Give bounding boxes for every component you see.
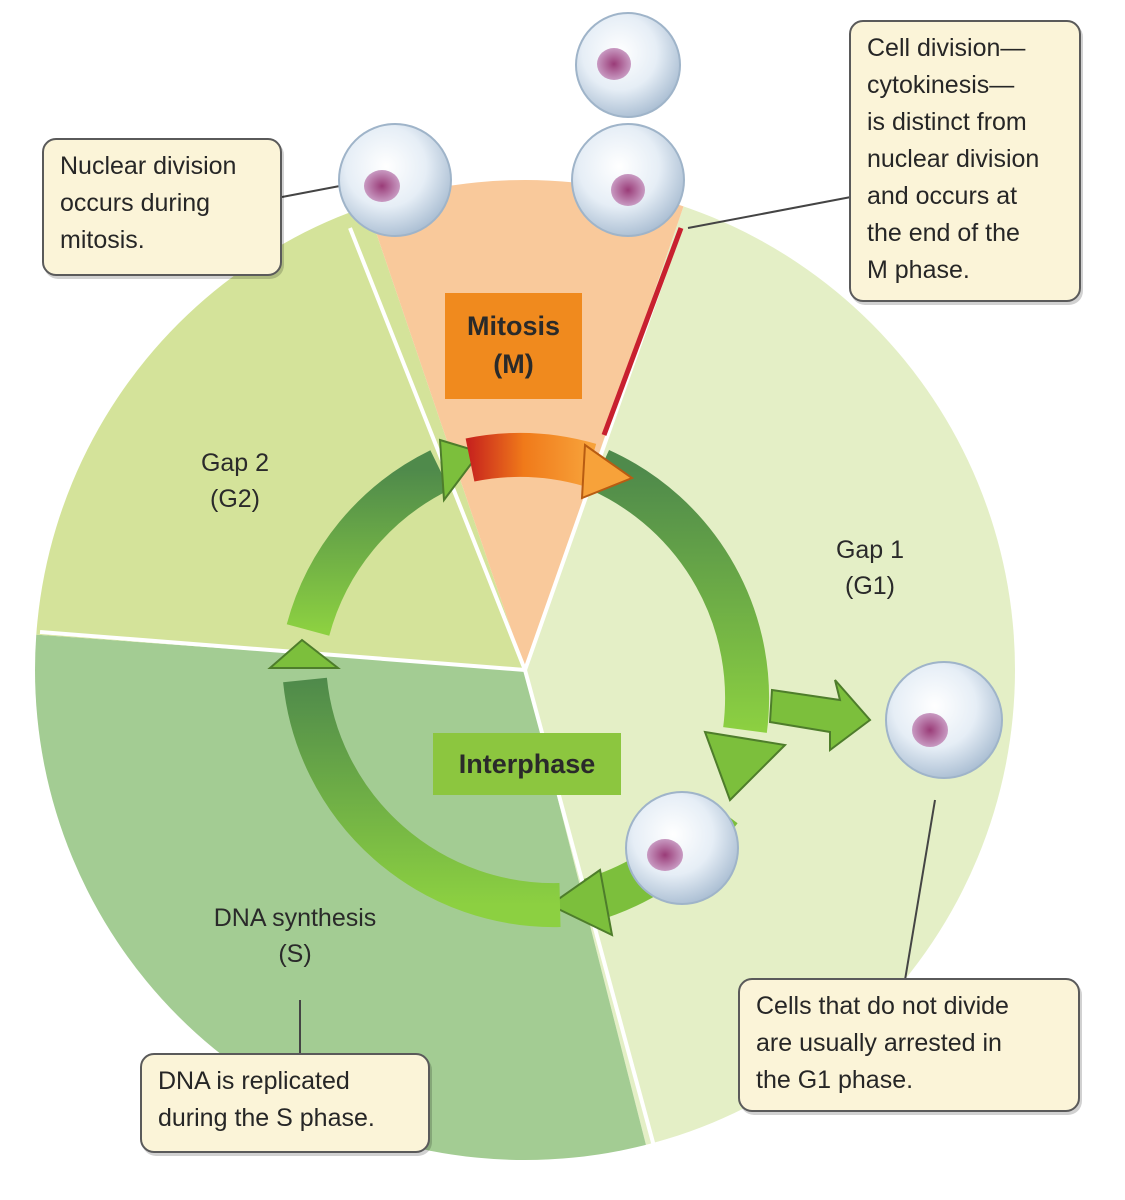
cycle-arrow-mitosis xyxy=(465,432,597,487)
synthesis-label-name: DNA synthesis xyxy=(213,904,377,932)
synthesis-label: DNA synthesis (S) xyxy=(180,900,410,972)
callout-replication-line: DNA is replicated xyxy=(158,1067,350,1095)
interphase-label: Interphase xyxy=(433,733,621,795)
callout-cytokinesis-line: is distinct from xyxy=(867,108,1027,136)
exit-arrow xyxy=(768,679,872,752)
gap2-label: Gap 2 (G2) xyxy=(160,445,310,517)
callout-arrested: Cells that do not divide are usually arr… xyxy=(738,978,1080,1112)
gap2-label-abbr: (G2) xyxy=(210,485,260,513)
callout-cytokinesis-line: Cell division— xyxy=(867,34,1026,62)
cell-nuclear-division xyxy=(338,123,452,237)
leader-lines xyxy=(281,184,936,1055)
callout-cytokinesis-line: cytokinesis— xyxy=(867,71,1015,99)
cycle-arrowhead-g2-lower xyxy=(267,638,341,669)
cytokinesis-mark xyxy=(601,227,684,436)
cell-arrested xyxy=(885,661,1003,779)
cycle-arrow-g2-upper xyxy=(286,450,450,637)
callout-nuclear-division: Nuclear division occurs during mitosis. xyxy=(42,138,282,276)
callout-nuclear-division-line: Nuclear division xyxy=(60,152,237,180)
callout-arrested-line: Cells that do not divide xyxy=(756,992,1009,1020)
gap1-label: Gap 1 (G1) xyxy=(795,532,945,604)
callout-nuclear-division-line: mitosis. xyxy=(60,226,145,254)
cycle-arrow-g2-lower xyxy=(283,677,561,928)
cycle-arrow-g1 xyxy=(590,449,770,733)
cell-dividing xyxy=(571,12,685,237)
callout-cytokinesis: Cell division— cytokinesis— is distinct … xyxy=(849,20,1081,302)
callout-arrested-line: the G1 phase. xyxy=(756,1066,914,1094)
callout-replication-line: during the S phase. xyxy=(158,1104,375,1132)
callout-nuclear-division-line: occurs during xyxy=(60,189,211,217)
callout-arrested-line: are usually arrested in xyxy=(756,1029,1002,1057)
gap1-label-abbr: (G1) xyxy=(845,572,895,600)
callout-cytokinesis-line: the end of the xyxy=(867,219,1020,247)
callout-cytokinesis-line: M phase. xyxy=(867,256,970,284)
cycle-arrowhead-g1 xyxy=(703,730,788,802)
cycle-arrows xyxy=(267,432,872,937)
callout-replication: DNA is replicated during the S phase. xyxy=(140,1053,430,1153)
mitosis-label-abbr: (M) xyxy=(493,349,534,379)
mitosis-label: Mitosis (M) xyxy=(445,293,582,399)
mitosis-label-name: Mitosis xyxy=(466,311,560,341)
callout-cytokinesis-line: nuclear division xyxy=(867,145,1040,173)
gap2-label-name: Gap 2 xyxy=(200,449,270,477)
cycle-arrowhead-mitosis xyxy=(580,443,635,500)
cell-g1 xyxy=(625,791,739,905)
callout-cytokinesis-line: and occurs at xyxy=(867,182,1018,210)
cycle-arrowhead-s xyxy=(548,868,614,937)
synthesis-label-abbr: (S) xyxy=(278,940,312,968)
mitosis-sector xyxy=(348,180,684,670)
gap1-label-name: Gap 1 xyxy=(835,536,905,564)
